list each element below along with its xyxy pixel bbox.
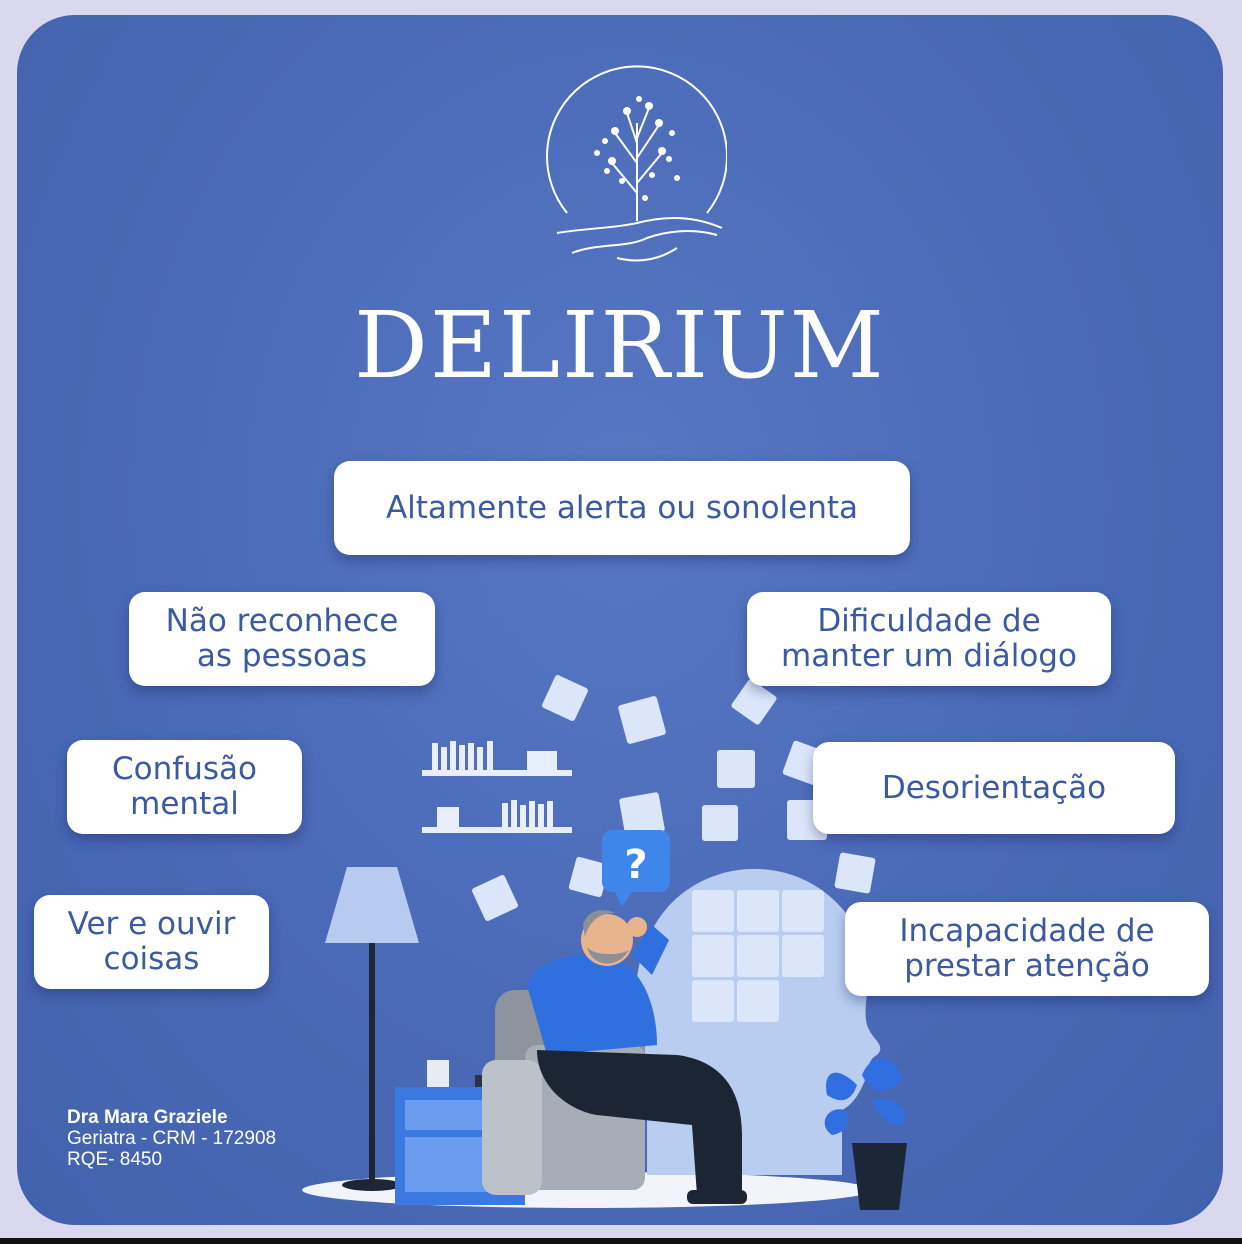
symptom-pill-not-recognize: Não reconhece as pessoas — [129, 592, 435, 686]
doctor-credits: Dra Mara Graziele Geriatra - CRM - 17290… — [67, 1107, 276, 1170]
thought-bubble — [602, 830, 670, 892]
symptom-pill-attention: Incapacidade de prestar atenção — [845, 902, 1209, 996]
plant-icon — [824, 1058, 907, 1210]
poster-card: DELIRIUM — [17, 15, 1223, 1225]
puzzle-piece-icon — [472, 675, 876, 1022]
symptom-pill-confusion: Confusão mental — [67, 740, 302, 834]
tree-hands-logo-icon — [546, 65, 727, 262]
symptom-pill-alert-sleepy: Altamente alerta ou sonolenta — [334, 461, 910, 555]
symptom-pill-hallucination: Ver e ouvir coisas — [34, 895, 269, 989]
page-title: DELIRIUM — [354, 292, 886, 399]
doctor-crm: Geriatra - CRM - 172908 — [67, 1128, 277, 1149]
bookshelf — [422, 741, 572, 833]
doctor-name: Dra Mara Graziele — [67, 1107, 228, 1128]
question-mark: ? — [624, 842, 647, 888]
doctor-rqe: RQE- 8450 — [67, 1149, 163, 1170]
symptom-pill-dialogue: Dificuldade de manter um diálogo — [747, 592, 1111, 686]
floor-lamp-icon — [325, 867, 419, 1191]
symptom-pill-disorientation: Desorientação — [813, 742, 1175, 834]
elderly-man-illustration: ? — [302, 675, 907, 1210]
bottom-divider — [0, 1238, 1242, 1244]
